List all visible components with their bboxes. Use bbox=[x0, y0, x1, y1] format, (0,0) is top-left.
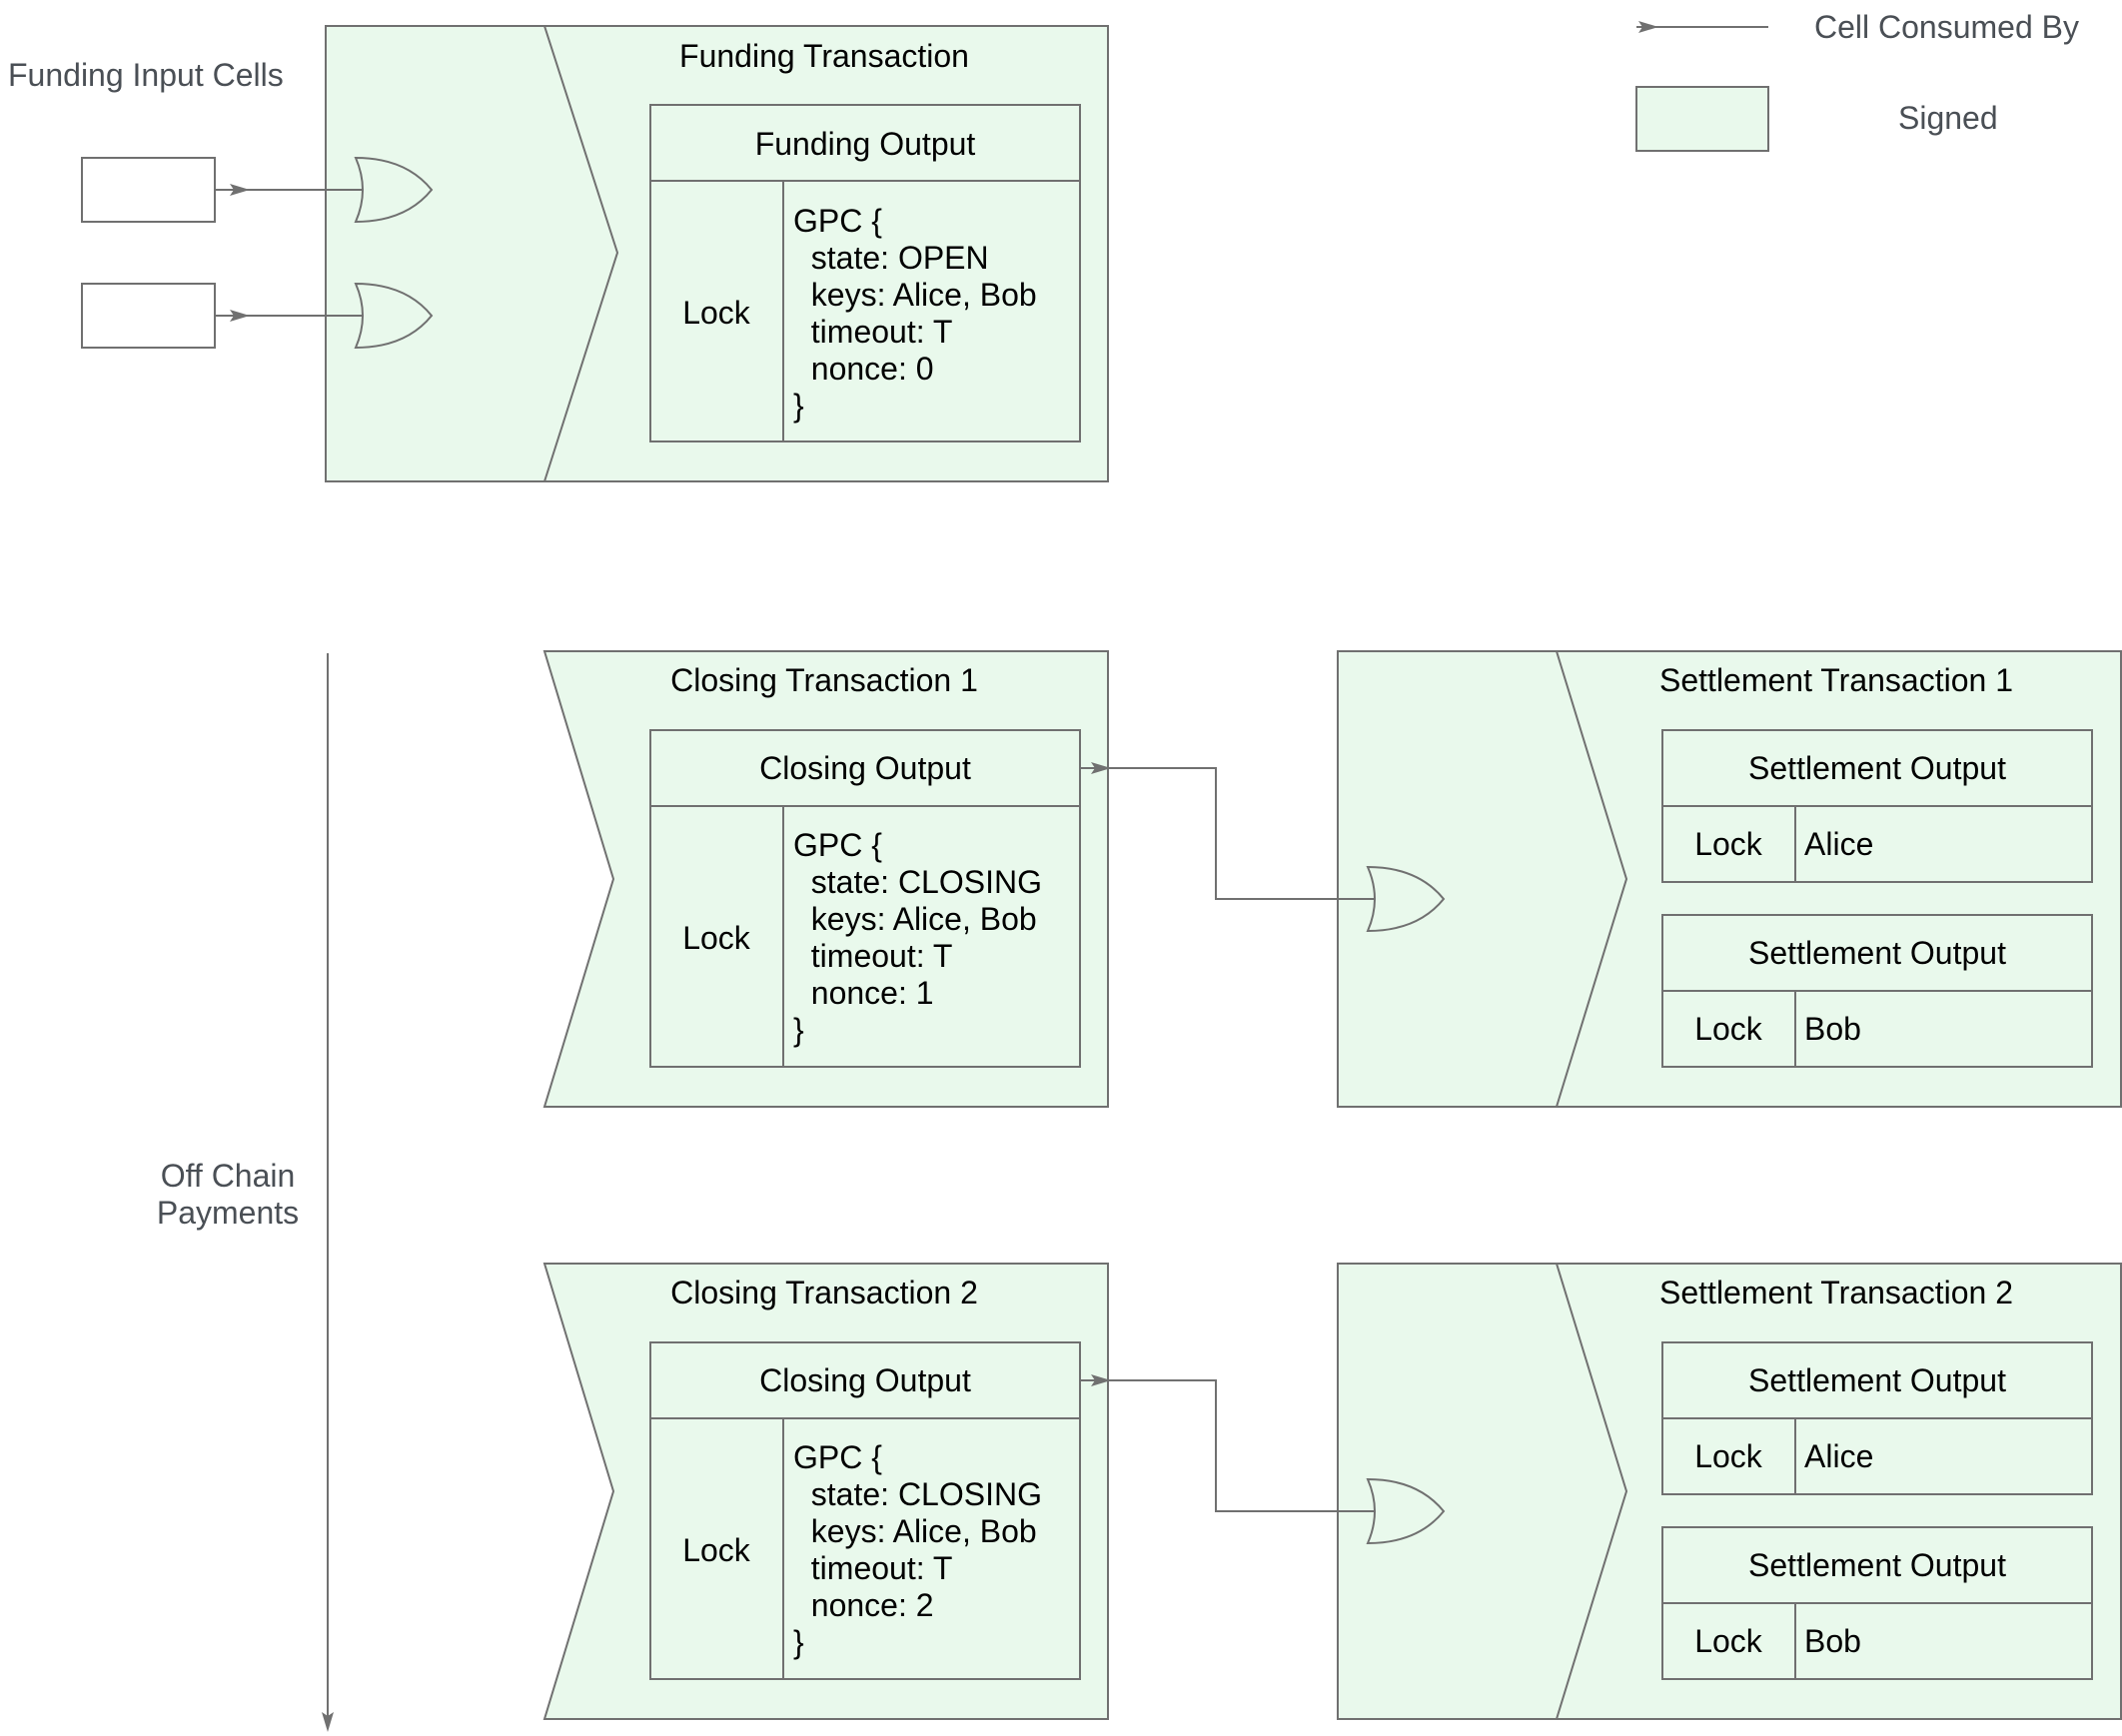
funding-input-gate-1 bbox=[354, 156, 434, 224]
closing-transaction-2: Closing Transaction 2 Closing Output Loc… bbox=[542, 1263, 1109, 1720]
funding-gpc-line-5: nonce: 0 bbox=[793, 351, 934, 387]
funding-input-1-arrowhead bbox=[230, 184, 250, 196]
closing-2-gpc-line-1: GPC { bbox=[793, 1439, 882, 1475]
settlement-2-output-2-lock: Lock bbox=[1694, 1623, 1763, 1659]
settlement-1-output-1-owner: Alice bbox=[1804, 826, 1873, 862]
settlement-transaction-1: Settlement Transaction 1 Settlement Outp… bbox=[1337, 650, 2122, 1108]
closing-2-gpc-line-3: keys: Alice, Bob bbox=[793, 1513, 1037, 1549]
funding-transaction: Funding Transaction Funding Output Lock … bbox=[325, 25, 1109, 482]
funding-output-box bbox=[649, 104, 1081, 442]
funding-gpc-line-1: GPC { bbox=[793, 203, 882, 239]
legend-consumed-label: Cell Consumed By bbox=[1814, 9, 2079, 45]
funding-gpc-line-2: state: OPEN bbox=[793, 240, 989, 276]
timeline-arrowhead bbox=[322, 1712, 334, 1732]
settlement-2-output-1-owner: Alice bbox=[1804, 1438, 1873, 1474]
funding-gpc-line-4: timeout: T bbox=[793, 314, 952, 350]
settlement-1-output-2-owner: Bob bbox=[1804, 1011, 1861, 1047]
closing-1-gpc-line-6: } bbox=[793, 1012, 804, 1048]
closing-1-gpc-line-4: timeout: T bbox=[793, 938, 952, 974]
funding-input-gate-2 bbox=[354, 282, 434, 350]
settlement-2-output-1-lock: Lock bbox=[1694, 1438, 1763, 1474]
closing-1-gpc-line-3: keys: Alice, Bob bbox=[793, 901, 1037, 937]
connector-2-arrowhead bbox=[1091, 1374, 1111, 1386]
closing-2-gpc-line-4: timeout: T bbox=[793, 1550, 952, 1586]
funding-gpc-line-6: } bbox=[793, 388, 804, 424]
settlement-2-output-2-title: Settlement Output bbox=[1748, 1547, 2006, 1583]
funding-output-lock: Lock bbox=[682, 295, 751, 331]
closing-output-1-box bbox=[649, 729, 1081, 1068]
connector-1-arrowhead bbox=[1091, 762, 1111, 774]
funding-input-cell-2 bbox=[81, 283, 216, 349]
closing-output-1-lock: Lock bbox=[682, 920, 751, 956]
funding-input-cells bbox=[81, 156, 434, 350]
closing-transaction-1: Closing Transaction 1 Closing Output Loc… bbox=[542, 650, 1109, 1108]
settlement-tx-2-title: Settlement Transaction 2 bbox=[1659, 1275, 2013, 1310]
funding-input-cell-1 bbox=[81, 157, 216, 223]
settlement-1-input-gate bbox=[1366, 865, 1446, 933]
funding-inputs-label: Funding Input Cells bbox=[8, 57, 284, 93]
legend-signed-swatch bbox=[1635, 86, 1769, 152]
funding-input-2-arrowhead bbox=[230, 310, 250, 322]
closing-2-gpc-line-6: } bbox=[793, 1624, 804, 1660]
closing-2-to-settlement-2-connector bbox=[1080, 1374, 1446, 1545]
legend-arrowhead bbox=[1638, 21, 1658, 33]
settlement-1-output-2-title: Settlement Output bbox=[1748, 935, 2006, 971]
closing-output-2-title: Closing Output bbox=[759, 1362, 971, 1398]
settlement-1-output-2-lock: Lock bbox=[1694, 1011, 1763, 1047]
closing-1-gpc-line-1: GPC { bbox=[793, 827, 882, 863]
closing-output-2-box bbox=[649, 1341, 1081, 1680]
closing-tx-1-title: Closing Transaction 1 bbox=[670, 662, 978, 698]
legend-signed-label: Signed bbox=[1898, 100, 1998, 136]
closing-1-gpc-line-2: state: CLOSING bbox=[793, 864, 1042, 900]
closing-2-gpc-line-2: state: CLOSING bbox=[793, 1476, 1042, 1512]
closing-output-1-title: Closing Output bbox=[759, 750, 971, 786]
closing-1-gpc-line-5: nonce: 1 bbox=[793, 975, 934, 1011]
off-chain-timeline: Off Chain Payments bbox=[157, 653, 334, 1732]
settlement-tx-1-title: Settlement Transaction 1 bbox=[1659, 662, 2013, 698]
timeline-label-line2: Payments bbox=[157, 1195, 299, 1231]
closing-tx-2-title: Closing Transaction 2 bbox=[670, 1275, 978, 1310]
funding-output-title: Funding Output bbox=[755, 126, 976, 162]
closing-1-to-settlement-1-connector bbox=[1080, 762, 1446, 933]
legend: Cell Consumed By Signed bbox=[1635, 9, 2079, 152]
funding-tx-chevron bbox=[543, 25, 619, 482]
closing-2-gpc-line-5: nonce: 2 bbox=[793, 1587, 934, 1623]
timeline-label-line1: Off Chain bbox=[161, 1158, 296, 1194]
funding-tx-title: Funding Transaction bbox=[679, 38, 969, 74]
funding-gpc-line-3: keys: Alice, Bob bbox=[793, 277, 1037, 313]
settlement-1-output-1-title: Settlement Output bbox=[1748, 750, 2006, 786]
settlement-2-input-gate bbox=[1366, 1477, 1446, 1545]
settlement-2-output-2-owner: Bob bbox=[1804, 1623, 1861, 1659]
settlement-1-output-1-lock: Lock bbox=[1694, 826, 1763, 862]
settlement-2-output-1-title: Settlement Output bbox=[1748, 1362, 2006, 1398]
closing-output-2-lock: Lock bbox=[682, 1532, 751, 1568]
settlement-transaction-2: Settlement Transaction 2 Settlement Outp… bbox=[1337, 1263, 2122, 1720]
